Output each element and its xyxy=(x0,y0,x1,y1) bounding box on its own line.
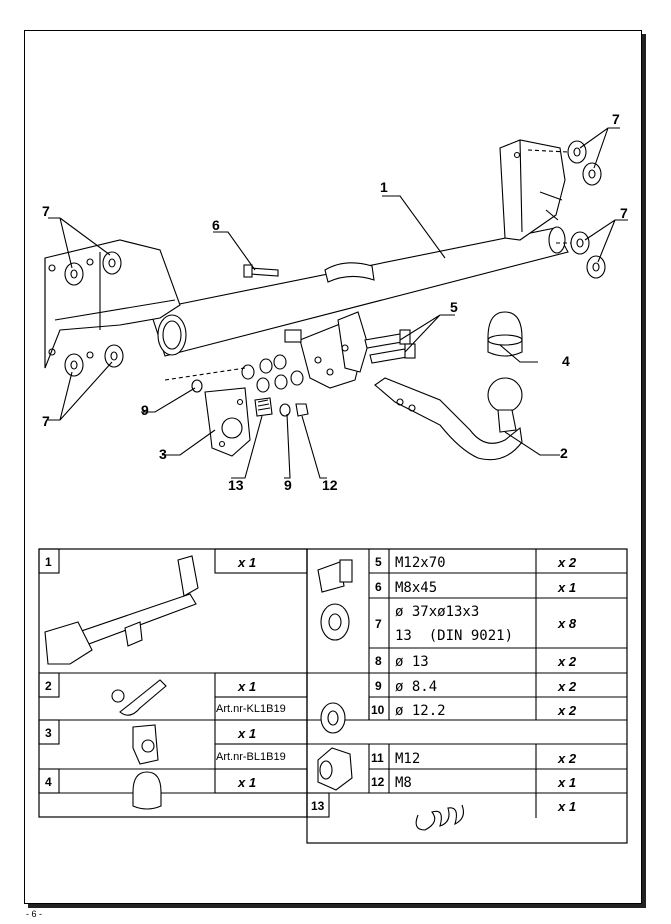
callout-7-left-top: 7 xyxy=(42,203,50,219)
callout-7-left-bottom: 7 xyxy=(42,413,50,429)
assembly-drawing: 1 2 3 4 5 6 7 7 7 7 9 9 12 13 xyxy=(42,111,628,493)
crossbar-tube xyxy=(149,226,569,357)
ball-cap xyxy=(487,311,523,357)
callout-3: 3 xyxy=(159,446,167,462)
callout-1: 1 xyxy=(380,179,388,195)
callout-13: 13 xyxy=(228,477,244,493)
right-bracket xyxy=(499,139,566,241)
callout-2: 2 xyxy=(560,445,568,461)
hardware-cluster xyxy=(164,354,309,417)
callout-7-right-bottom: 7 xyxy=(620,205,628,221)
callout-7-right-top: 7 xyxy=(612,111,620,127)
ball-holder-plates xyxy=(284,262,375,389)
leader-lines xyxy=(48,127,628,479)
callout-6: 6 xyxy=(212,217,220,233)
callout-9-left: 9 xyxy=(141,402,149,418)
tow-ball-neck xyxy=(374,377,523,461)
page-number: - 6 - xyxy=(26,909,43,919)
washers-din9021 xyxy=(64,140,606,377)
callout-9-bottom: 9 xyxy=(284,477,292,493)
socket-plate xyxy=(204,387,251,457)
callout-labels: 1 2 3 4 5 6 7 7 7 7 9 9 12 13 xyxy=(42,111,628,493)
callout-5: 5 xyxy=(450,299,458,315)
bolt-m8 xyxy=(243,264,279,278)
callout-12: 12 xyxy=(322,477,338,493)
callout-4: 4 xyxy=(562,353,570,369)
